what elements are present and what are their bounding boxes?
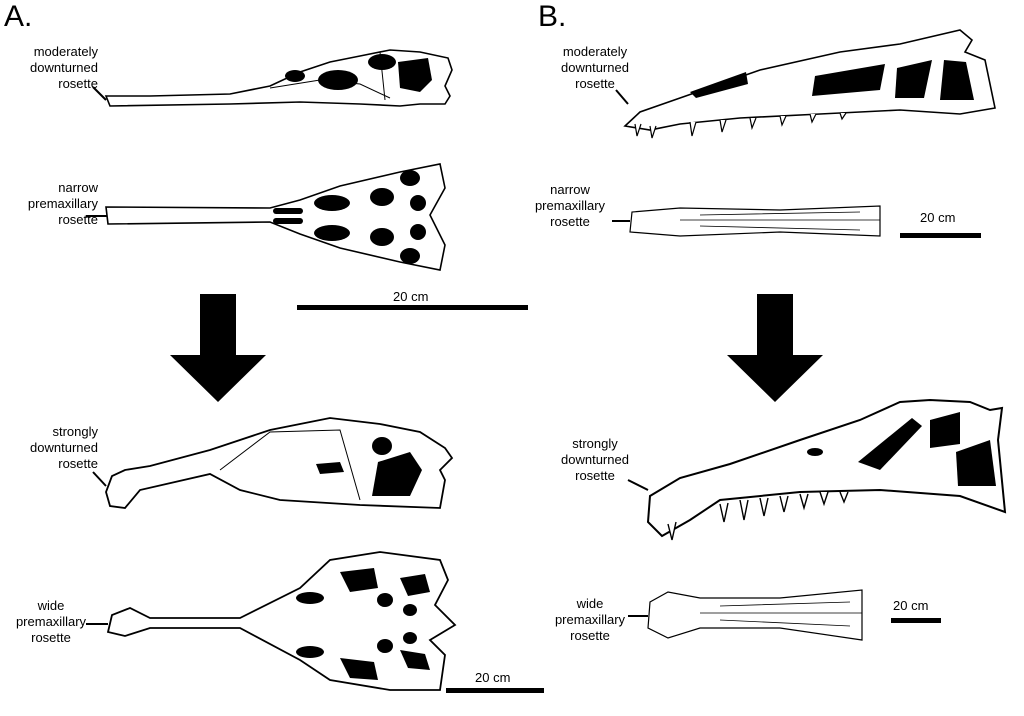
label-b-wide-premaxillary: wide premaxillary rosette [554,596,626,643]
leader-line [92,86,107,101]
leader-line [627,479,649,491]
panel-b-letter: B. [538,0,567,33]
scale-bar-b-bottom [891,618,941,623]
scale-label-a-top: 20 cm [393,289,429,304]
leader-line [92,471,107,487]
panel-a-letter: A. [4,0,33,33]
skull-b-wide-dorsal [647,589,863,641]
label-a-strongly-downturned: strongly downturned rosette [30,424,98,471]
skull-a-wide-dorsal [106,551,457,691]
label-a-narrow-premaxillary: narrow premaxillary rosette [27,180,98,227]
scale-label-b-top: 20 cm [920,210,956,225]
label-b-narrow-premaxillary: narrow premaxillary rosette [534,182,606,229]
skull-b-strong-lateral [646,398,1007,541]
label-a-wide-premaxillary: wide premaxillary rosette [15,598,87,645]
arrow-down-icon-b [727,294,823,402]
arrow-down-icon-a [170,294,266,402]
scale-label-b-bottom: 20 cm [893,598,929,613]
skull-a-dorsal [105,163,446,271]
skull-a-lateral [104,49,453,107]
leader-line [615,89,629,105]
skull-a-strong-lateral [105,417,454,509]
scale-bar-a-bottom [446,688,544,693]
label-b-strongly-downturned: strongly downturned rosette [561,436,629,483]
skull-b-lateral [623,29,996,139]
label-b-moderately-downturned: moderately downturned rosette [561,44,629,91]
scale-bar-b-top [900,233,981,238]
skull-b-narrow-dorsal [629,205,881,237]
scale-bar-a-top [297,305,528,310]
scale-label-a-bottom: 20 cm [475,670,511,685]
label-a-moderately-downturned: moderately downturned rosette [30,44,98,91]
